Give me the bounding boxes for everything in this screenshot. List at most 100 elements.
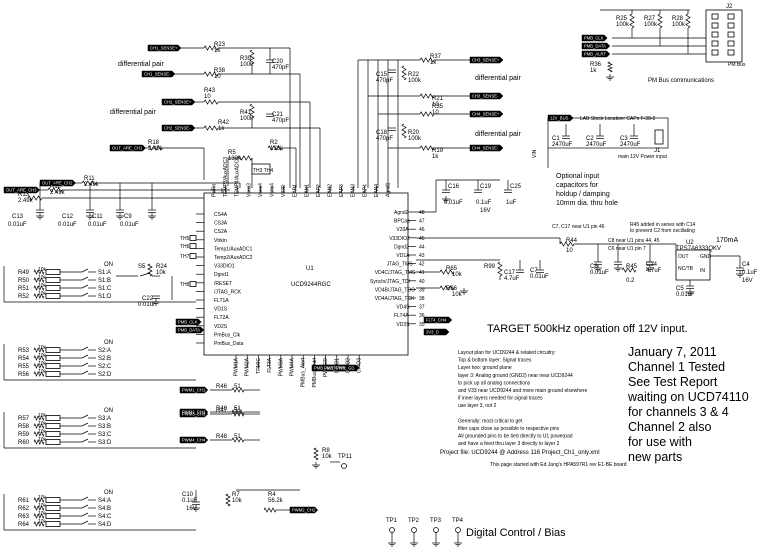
resistor-ref: R57 [18, 416, 30, 422]
layout-note: filter caps close as possible to respect… [458, 426, 560, 432]
net-flag [3, 186, 40, 194]
net-box [45, 505, 61, 511]
u1-right-pin: VD4S [396, 305, 410, 311]
u1-bottom-pin: PWM3A [278, 357, 284, 376]
testpoint-ref: TP11 [338, 454, 353, 460]
resistor [497, 261, 503, 277]
resistor-value: 1k [432, 154, 439, 160]
switch-pin: S3:B [98, 424, 111, 430]
bulk-cap-title: LAB Stock Location: CAPs F-38-2 [580, 116, 656, 122]
resistor-value: 100k [408, 136, 422, 142]
net-flag [333, 364, 360, 372]
regulator-pin: IN [700, 268, 705, 274]
net-flag-label: CH1_SENSE- [144, 72, 171, 77]
resistor-value: 2.49k [148, 146, 164, 152]
connector-pin [727, 40, 735, 47]
cap-ref: C5 [676, 286, 684, 292]
u1-right-pin: V33A [396, 227, 409, 233]
u1-bottom-pin: PWM1A [234, 357, 240, 376]
switch-pin: S1:B [98, 278, 111, 284]
resistor-ref: R25 [616, 16, 628, 22]
wire [81, 496, 89, 501]
testpoint-ref: TP2 [408, 518, 420, 524]
resistor [419, 57, 435, 63]
optional-note: 10mm dia. thru hole [556, 200, 618, 207]
switch-pin: S2:A [98, 348, 111, 354]
connector-pin [711, 49, 719, 56]
cap-ref: C22 [142, 296, 154, 302]
wire [81, 422, 89, 427]
resistor [203, 45, 219, 51]
connector-pin [711, 13, 719, 20]
u1-right-pin: SyncIn/JTAG_TDI [370, 279, 410, 285]
resistor-value: 133k [228, 156, 242, 162]
cap-value: 2470uF [620, 142, 641, 148]
project-label: Project file: UCD9244 @ Address 116 Proj… [440, 450, 600, 456]
switch-pin: S3:C [98, 432, 112, 438]
resistor-ref: R20 [408, 130, 420, 136]
switch-pin: S2:D [98, 372, 112, 378]
resistor-ref: R60 [18, 440, 30, 446]
cap-value: 0.01uF [120, 222, 139, 228]
u1-pin-number: 39 [419, 287, 425, 293]
resistor [419, 111, 435, 117]
cap-value: 0.1uF [182, 498, 198, 504]
net-flag [469, 110, 504, 118]
testpoint-ref: TP1 [386, 518, 398, 524]
net-flag-label: PWM4_CH4 [182, 438, 206, 443]
resistor-value: 51 [234, 408, 241, 414]
resistor-ref: R48 [216, 406, 228, 412]
resistor-value: 470pF [272, 65, 289, 71]
u1-pin-number: 41 [419, 270, 425, 276]
resistor-value: 0.2 [626, 278, 635, 284]
resistor-ref: R21 [432, 96, 444, 102]
u1-left-pin: Vtrkin [214, 238, 227, 244]
cap-ref: C1 [552, 136, 560, 142]
resistor-ref: R48 [216, 434, 228, 440]
regulator-pin: NC/TB [678, 266, 694, 272]
small-note: C6 near U1 pin 7 [608, 246, 646, 252]
net-box [45, 355, 61, 361]
resistor-value: 133k [270, 146, 284, 152]
resistor-value: 2.49k [50, 190, 66, 196]
net-flag-label: PWM1_CH1 [182, 388, 206, 393]
resistor-value: 10k [38, 291, 47, 297]
resistor-ref: R63 [18, 514, 30, 520]
connector-pin [711, 31, 719, 38]
regulator-pin: OUT [678, 254, 689, 260]
u1-left-pin: Dgnd1 [214, 272, 229, 278]
resistor-ref: R64 [18, 522, 30, 528]
layout-note: and V33 near UCD9244 and more main groun… [458, 388, 587, 394]
wire [81, 430, 89, 435]
small-note: R45 added in series with C14 [630, 222, 696, 228]
cap-ref: C4 [742, 262, 750, 268]
testpoint [411, 527, 417, 533]
resistor-ref: R41 [240, 110, 252, 116]
hand-note: for use with [628, 435, 692, 449]
cap-value: 0.01uF [444, 200, 463, 206]
resistor [33, 277, 45, 283]
net-flag-label: CH2_SENSE- [164, 126, 191, 131]
resistor-ref: R5 [228, 150, 236, 156]
thermistor-ref: TH5 [180, 236, 190, 242]
u1-pin-number: 35 [419, 322, 425, 328]
resistor [313, 447, 319, 461]
resistor-value: 10 [432, 110, 439, 116]
resistor [267, 145, 283, 151]
resistor-value: 51 [234, 406, 241, 412]
net-flag [581, 34, 608, 42]
thermistor-label: TH3 TH4 [253, 168, 273, 174]
resistor-value: 10k [38, 495, 47, 501]
u1-left-pin: CS3A [214, 221, 228, 227]
cap-value: 0.1uF [742, 270, 758, 276]
net-box [45, 423, 61, 429]
resistor-value: 10k [38, 267, 47, 273]
net-flag-label: CH3_SENSE+ [472, 58, 500, 63]
components [3, 9, 743, 533]
cap-ref: C12 [62, 214, 74, 220]
resistor [657, 13, 663, 29]
resistor-value: 10 [204, 94, 211, 100]
resistor-value: 10k [38, 429, 47, 435]
connector-ref: J1 [654, 148, 661, 154]
connector-pin [727, 22, 735, 29]
